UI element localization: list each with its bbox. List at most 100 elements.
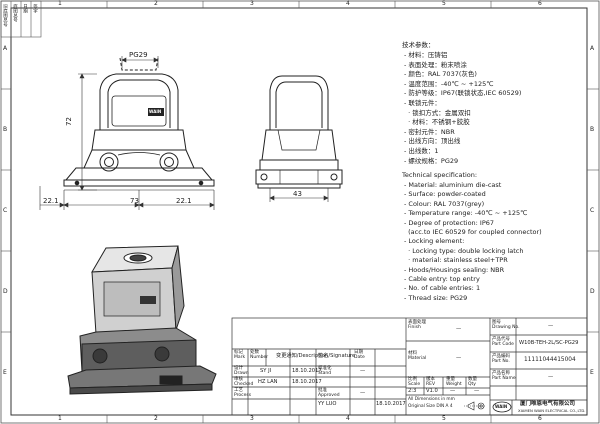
part-no-value: 11111044415004	[524, 357, 576, 363]
part-name-label: 产品名称 Part Name	[492, 371, 516, 381]
side-view	[255, 75, 343, 189]
approved-date: 18.10.2017	[376, 401, 406, 407]
col-label-3-bottom: 3	[250, 415, 254, 422]
approved-label: 批准 Approved	[318, 388, 340, 398]
title-block-grid	[231, 317, 588, 416]
spec-line: - Thread size: PG29	[404, 293, 468, 302]
header-signature: 签名/Signature	[318, 353, 356, 359]
row-label-b: B	[3, 126, 8, 133]
spec-line: - 防护等级：IP67(联锁状态,IEC 60529)	[404, 89, 522, 98]
approved-value: —	[360, 390, 366, 396]
col-label-1: 1	[58, 0, 62, 7]
weight-value: —	[450, 388, 456, 394]
spec-line: · material: stainless steel+TPR	[404, 256, 508, 265]
weight-label: 重量 Weight	[446, 377, 462, 387]
row-label-e: E	[3, 369, 7, 376]
part-code-value: W10B-TEH-2L/SC-PG29	[519, 340, 579, 346]
scale-label: 比例 Scale	[408, 377, 421, 387]
side-dimensions	[269, 188, 329, 202]
spec-line: - 材料：压铸铝	[404, 51, 448, 59]
checked-date: 18.10.2017	[292, 379, 322, 385]
dim-pg29: PG29	[129, 51, 148, 59]
row-label-e-right: E	[590, 369, 594, 376]
spec-line: - 螺纹规格：PG29	[404, 156, 459, 165]
finish-label: 表面处理 Finish	[408, 320, 426, 330]
rev-label: 版本 REV	[426, 377, 436, 387]
rev-value: V1.0	[426, 388, 438, 394]
spec-en-title: Technical specification:	[402, 171, 478, 179]
dim-height-72: 72	[65, 117, 73, 126]
stamp-label-1: 旧底图总号	[2, 4, 8, 27]
company-en: XIAMEN WAIN ELECTRICAL CO.,LTD.	[518, 408, 586, 413]
header-mark: 标记 Mark	[234, 350, 246, 360]
part-code-label: 产品代号 Part Code	[492, 337, 514, 347]
row-label-d-right: D	[590, 288, 595, 295]
spec-line: · 材料：不锈钢+胶胶	[404, 118, 470, 127]
checked-label: 审核 Checked	[234, 377, 254, 387]
checked-name: HZ LAN	[258, 379, 278, 385]
spec-line: - Degree of protection: IP67	[404, 218, 495, 227]
dims-note-2: Original Size DIN A 4	[408, 404, 453, 409]
process-label: 工艺 Process	[234, 388, 252, 398]
approved-name: YY LUO	[318, 401, 337, 407]
standard-label: 标准化 Stand	[318, 366, 332, 376]
stamp-label-4: 签字	[32, 4, 38, 13]
wain-logo-icon	[492, 401, 512, 413]
spec-line: · Locking type: double locking latch	[404, 246, 524, 255]
spec-line: - 表面处理：粉末喷涂	[404, 60, 467, 69]
col-label-4: 4	[346, 0, 350, 7]
col-label-3: 3	[250, 0, 254, 7]
spec-line: - No. of cable entries: 1	[404, 284, 481, 293]
spec-line: - 颜色：RAL 7037(灰色)	[404, 70, 477, 79]
col-label-1-bottom: 1	[58, 415, 62, 422]
stamp-label-3: 日期	[22, 4, 28, 13]
stamp-box	[0, 0, 42, 38]
col-label-6-bottom: 6	[538, 415, 542, 422]
col-label-2: 2	[154, 0, 158, 7]
dim-width-43: 43	[293, 190, 302, 198]
spec-line: (acc.to IEC 60529 for coupled connector)	[404, 228, 542, 236]
material-label: 材料 Material	[408, 351, 427, 361]
spec-line: - 温度范围：-40℃ ~ +125℃	[404, 79, 494, 88]
front-dimensions	[39, 56, 215, 210]
row-label-d: D	[3, 288, 8, 295]
row-label-a: A	[3, 45, 8, 52]
front-view	[63, 57, 215, 191]
standard-value: —	[360, 368, 366, 374]
part-name-value: —	[548, 374, 554, 380]
drawing-no-value: —	[548, 323, 554, 329]
spec-line: - Temperature range: -40℃ ~ +125℃	[404, 209, 528, 218]
row-label-b-right: B	[590, 126, 595, 133]
front-logo-text: WAIN	[149, 109, 162, 114]
header-number: 处数 Number	[250, 350, 269, 360]
spec-line: - Cable entry: top entry	[404, 275, 480, 283]
drawn-name: SY JI	[260, 368, 272, 374]
col-label-5: 5	[442, 0, 446, 7]
col-label-2-bottom: 2	[154, 415, 158, 422]
qty-value: —	[474, 388, 480, 394]
material-value: —	[456, 355, 462, 361]
logo-text: WAIN	[495, 404, 508, 409]
col-label-4-bottom: 4	[346, 415, 350, 422]
projection-symbol-icon	[464, 401, 486, 411]
spec-line: - Surface: powder-coated	[404, 190, 486, 199]
spec-line: - Colour: RAL 7037(grey)	[404, 199, 485, 208]
row-label-c: C	[3, 207, 8, 214]
spec-line: - 联锁元件：	[404, 99, 441, 107]
spec-line: · 锁扣方式：金属双扣	[404, 108, 471, 117]
col-label-6: 6	[538, 0, 542, 7]
dims-note-1: All Dimensions in mm	[408, 397, 455, 402]
spec-line: - 出线数：1	[404, 147, 439, 155]
spec-line: - Locking element:	[404, 237, 465, 246]
spec-line: - Material: aluminium die-cast	[404, 181, 502, 189]
spec-line: - Hoods/Housings sealing: NBR	[404, 265, 505, 274]
finish-value: —	[456, 326, 462, 332]
spec-line: - 密封元件：NBR	[404, 127, 455, 136]
qty-label: 数量 Qty	[468, 377, 477, 387]
isometric-view	[67, 245, 217, 395]
header-date: 日期 Date	[354, 350, 365, 360]
company-cn: 厦门唯恩电气有限公司	[520, 401, 576, 407]
scale-value: 2:3	[408, 388, 417, 394]
